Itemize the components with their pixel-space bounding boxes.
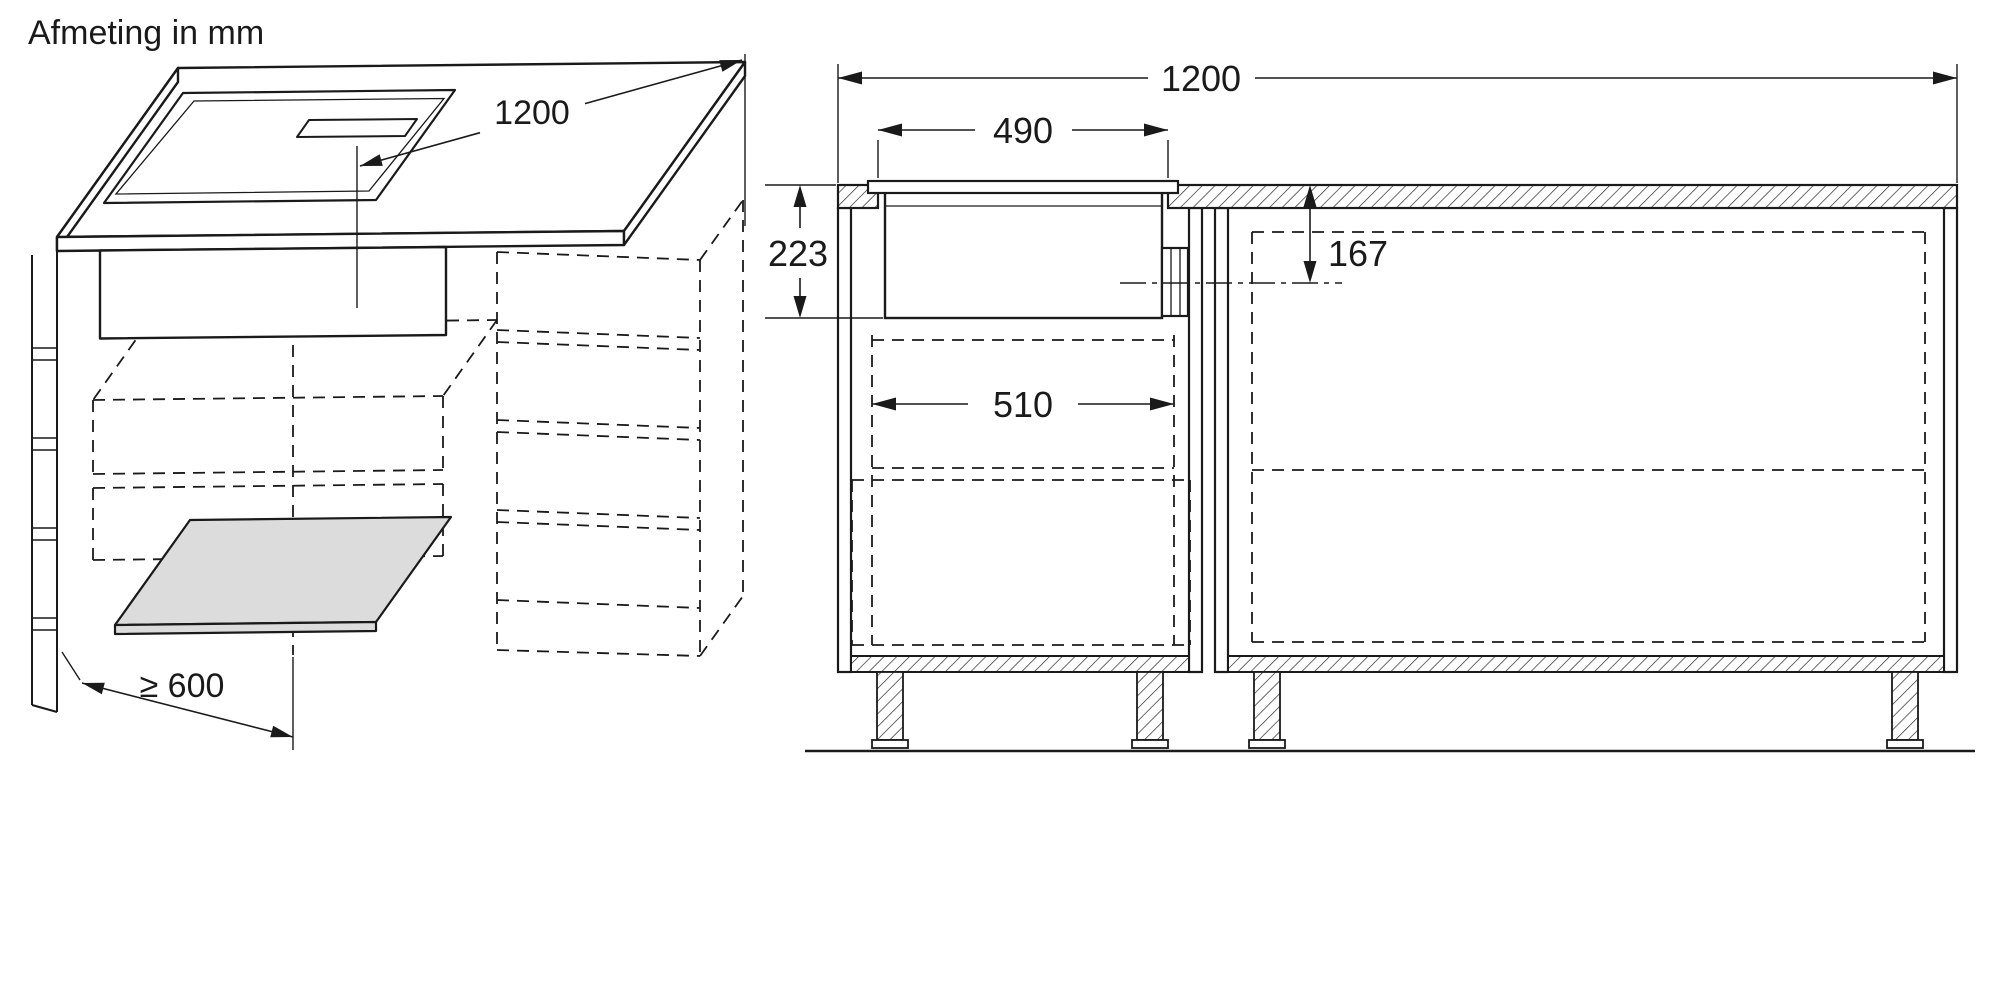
elev-dim-total-width: 1200	[837, 58, 1958, 183]
hob-top-plate	[866, 179, 1180, 195]
duct-connector	[1120, 246, 1342, 318]
elev-dim-install-depth: 223	[765, 184, 883, 319]
elevation-view: 1200	[765, 58, 1975, 753]
right-cabinet	[1213, 206, 1959, 674]
elev-dim-total-width-label: 1200	[1161, 58, 1241, 99]
hob-unit	[866, 179, 1180, 320]
elev-dim-clearance: 510	[872, 384, 1174, 425]
left-cabinet	[836, 206, 1204, 674]
iso-dim-worktop-width: 1200	[356, 54, 746, 308]
elev-dim-install-depth-label: 223	[768, 233, 828, 274]
iso-dim-width-label: 1200	[494, 94, 570, 132]
cabinet-side-panel	[31, 251, 58, 713]
diagram-title: Afmeting in mm	[28, 14, 264, 52]
elev-dim-duct-axis: 167	[1303, 185, 1388, 283]
elev-dim-cutout: 490	[877, 110, 1169, 178]
worktop-section	[836, 183, 1959, 210]
vent-grille	[296, 118, 418, 138]
iso-dim-min-width: ≥ 600	[61, 651, 294, 750]
legs	[805, 671, 1975, 753]
downdraft-box	[98, 245, 448, 340]
hob-surface	[102, 88, 457, 205]
isometric-view: 1200 ≥ 600	[31, 54, 747, 750]
elev-dim-clearance-label: 510	[993, 384, 1053, 425]
iso-dim-min-depth-label: ≥ 600	[140, 667, 225, 705]
shelf	[113, 515, 453, 636]
elev-dim-cutout-label: 490	[993, 110, 1053, 151]
elev-dim-duct-center-label: 167	[1328, 233, 1388, 274]
